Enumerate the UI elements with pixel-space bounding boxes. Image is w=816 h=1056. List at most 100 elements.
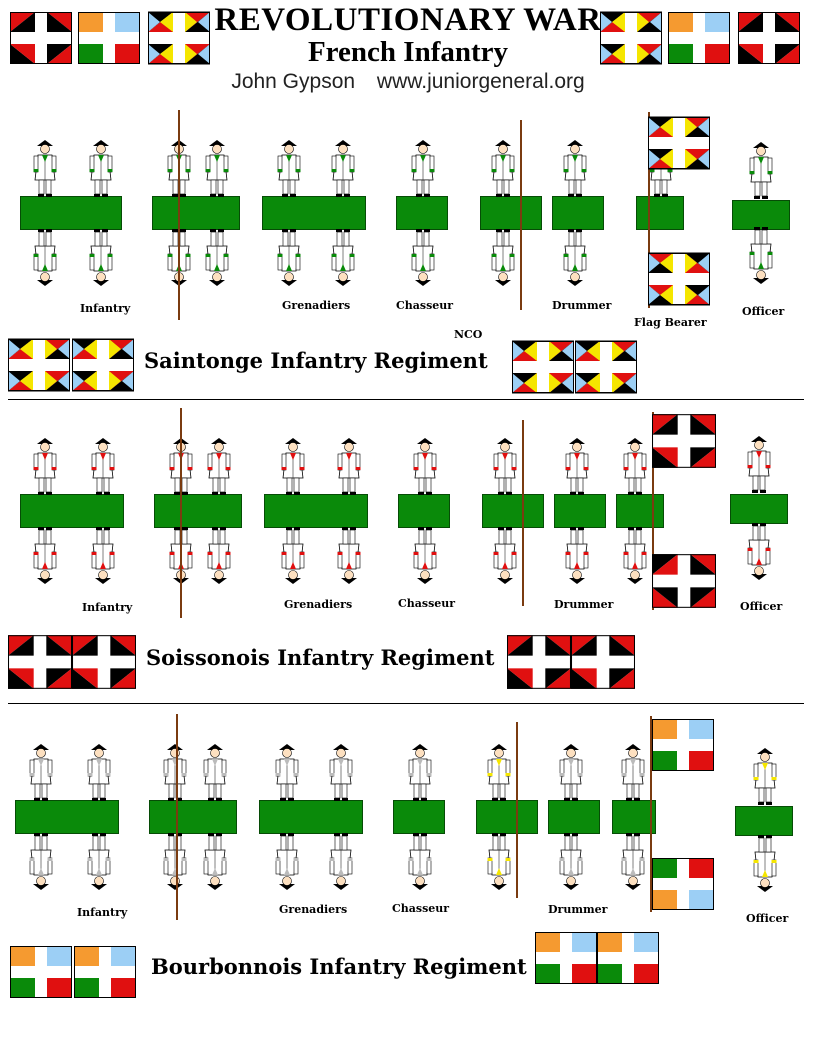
officer-base (730, 494, 788, 524)
nco-figure (484, 742, 514, 802)
header-flag-soissonois-left (10, 10, 72, 66)
regiment-flag (652, 717, 714, 773)
drummer-figure (556, 742, 586, 802)
grenadier-figure (274, 138, 304, 198)
flag-pole (650, 716, 652, 912)
infantry-base (20, 494, 124, 528)
drummer-base (552, 196, 604, 230)
label-nco: NCO (454, 328, 483, 341)
grenadier-figure (326, 742, 356, 802)
drummer-base (548, 800, 600, 834)
soldier-figure (86, 138, 116, 198)
regiment-flag-small (72, 338, 134, 392)
soldier-figure (30, 138, 60, 198)
soldier-figure-reflection (84, 832, 114, 892)
soldier-figure (200, 742, 230, 802)
grenadiers-base (259, 800, 363, 834)
flag-bearer-figure-reflection (618, 832, 648, 892)
label-grenadiers: Grenadiers (282, 299, 351, 312)
chasseur-figure (408, 138, 438, 198)
chasseur-figure-reflection (410, 526, 440, 586)
officer-figure (750, 746, 780, 806)
flag-bearer-figure (618, 742, 648, 802)
soldier-figure (204, 436, 234, 496)
soldier-figure (30, 436, 60, 496)
label-flag-bearer: Flag Bearer (634, 316, 707, 329)
section-divider (8, 703, 804, 704)
soldier-figure-reflection (30, 228, 60, 288)
regiment-flag (648, 116, 710, 170)
grenadier-figure-reflection (326, 832, 356, 892)
label-chasseur: Chasseur (396, 299, 454, 312)
flag-pole (648, 112, 650, 308)
chasseur-figure (410, 436, 440, 496)
soldier-figure-reflection (30, 526, 60, 586)
soldier-figure (84, 742, 114, 802)
soldier-figure-reflection (86, 228, 116, 288)
chasseur-base (398, 494, 450, 528)
infantry-base-2 (154, 494, 242, 528)
regiment-name-bourbonnois: Bourbonnois Infantry Regiment (151, 954, 527, 979)
regiment-flag-small (535, 930, 597, 986)
regiment-flag-small (8, 338, 70, 392)
regiment-name-soissonois: Soissonois Infantry Regiment (146, 645, 495, 670)
grenadier-figure (272, 742, 302, 802)
nco-figure (490, 436, 520, 496)
section-divider (8, 399, 804, 400)
drummer-figure-reflection (562, 526, 592, 586)
grenadier-figure-reflection (334, 526, 364, 586)
officer-figure-reflection (744, 522, 774, 582)
nco-figure-reflection (490, 526, 520, 586)
nco-base (480, 196, 542, 230)
chasseur-base (393, 800, 445, 834)
officer-base (732, 200, 790, 230)
soldier-figure (26, 742, 56, 802)
header-flag-bourbonnois-left (78, 10, 140, 66)
drummer-figure-reflection (556, 832, 586, 892)
musket (178, 110, 180, 320)
regiment-flag-small (72, 634, 136, 690)
nco-base (482, 494, 544, 528)
regiment-name-saintonge: Saintonge Infantry Regiment (144, 348, 488, 373)
chasseur-base (396, 196, 448, 230)
infantry-base-2 (152, 196, 240, 230)
infantry-base (20, 196, 122, 230)
website-link[interactable]: www.juniorgeneral.org (376, 70, 585, 93)
regiment-flag (652, 414, 716, 468)
grenadier-figure-reflection (272, 832, 302, 892)
officer-figure (744, 434, 774, 494)
flag-bearer-figure-reflection (620, 526, 650, 586)
grenadier-figure-reflection (328, 228, 358, 288)
header-flag-saintonge-right (600, 10, 662, 66)
nco-base (476, 800, 538, 834)
musket (176, 714, 178, 920)
page-title: REVOLUTIONARY WAR (214, 2, 602, 38)
regiment-flag-reflection (648, 252, 710, 306)
page-subtitle: French Infantry (307, 36, 509, 68)
grenadier-figure (328, 138, 358, 198)
label-grenadiers: Grenadiers (279, 903, 348, 916)
musket (180, 408, 182, 618)
header-flag-saintonge-left (148, 10, 210, 66)
regiment-flag-small (575, 340, 637, 394)
regiment-flag-small (512, 340, 574, 394)
label-chasseur: Chasseur (398, 597, 456, 610)
infantry-base (15, 800, 119, 834)
officer-figure-reflection (750, 834, 780, 894)
regiment-flag-small (507, 634, 571, 690)
author-name: John Gypson (231, 70, 356, 93)
grenadier-figure-reflection (274, 228, 304, 288)
infantry-base-2 (149, 800, 237, 834)
halberd-pole (520, 120, 522, 310)
soldier-figure-reflection (160, 832, 190, 892)
label-infantry: Infantry (82, 601, 133, 614)
halberd-pole (516, 722, 518, 898)
flag-pole (652, 412, 654, 610)
nco-figure-reflection (484, 832, 514, 892)
soldier-figure (88, 436, 118, 496)
regiment-flag-small (597, 930, 659, 986)
label-chasseur: Chasseur (392, 902, 450, 915)
label-infantry: Infantry (77, 906, 128, 919)
label-officer: Officer (742, 305, 785, 318)
header-flag-bourbonnois-right (668, 10, 730, 66)
